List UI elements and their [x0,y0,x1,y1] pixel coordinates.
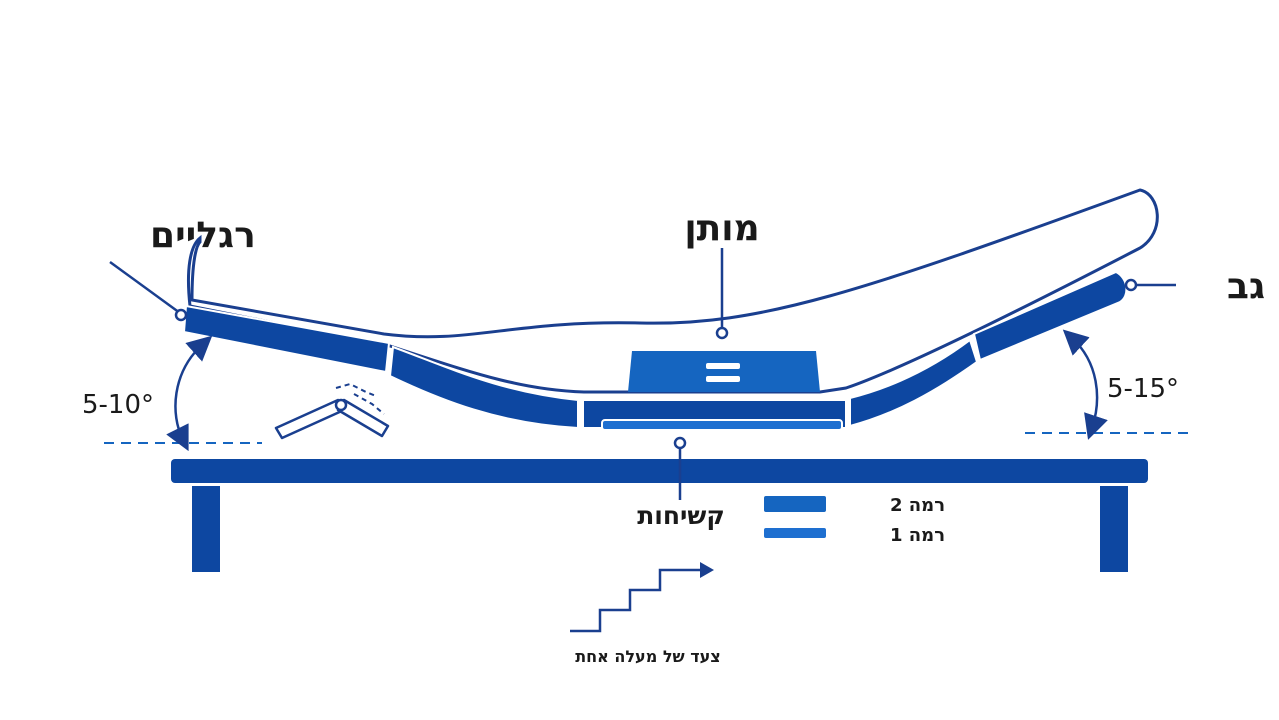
staircase-arrow-icon [570,562,714,633]
knee-hinge-icon [274,382,390,440]
lumbar-support [628,351,820,392]
back-angle-label: 5-15° [1107,374,1179,404]
legend-label-level-1: רמה 1 [890,525,945,546]
deck-segment-thigh [388,345,579,430]
legend: רמה 2 רמה 1 [764,495,945,546]
legend-swatch-level-1 [764,528,826,538]
mattress [186,188,1159,394]
feet-label: רגליים [150,215,256,256]
step-caption: צעד של מעלה אחת [575,647,721,666]
lumbar-label: מותן [684,208,759,249]
firmness-plate [601,419,843,431]
legend-swatch-level-2 [764,496,826,512]
legend-item-level-1: רמה 1 [764,525,945,546]
callout-firmness: קשיחות [637,436,725,530]
bed-deck [182,270,1128,431]
feet-angle-arc [166,335,213,452]
feet-angle-indicator: 5-10° [82,335,213,452]
back-angle-arc [1062,329,1108,440]
double-bar-icon [706,363,740,382]
feet-angle-label: 5-10° [82,390,154,420]
callout-feet: רגליים [109,215,256,322]
base-platform [171,459,1148,483]
firmness-label: קשיחות [637,501,725,530]
legend-item-level-2: רמה 2 [764,495,945,516]
callout-back: גב [1124,266,1265,307]
base-leg-left [192,486,220,572]
back-label: גב [1227,266,1265,307]
callout-lumbar: מותן [684,208,760,340]
deck-segment-feet [182,304,391,374]
deck-segment-back [972,270,1128,362]
back-angle-indicator: 5-15° [1062,329,1179,440]
base-leg-right [1100,486,1128,572]
legend-label-level-2: רמה 2 [890,495,945,516]
base-frame [171,459,1148,572]
deck-segment-lower-back [849,338,979,428]
lumbar-support-block [628,351,820,392]
